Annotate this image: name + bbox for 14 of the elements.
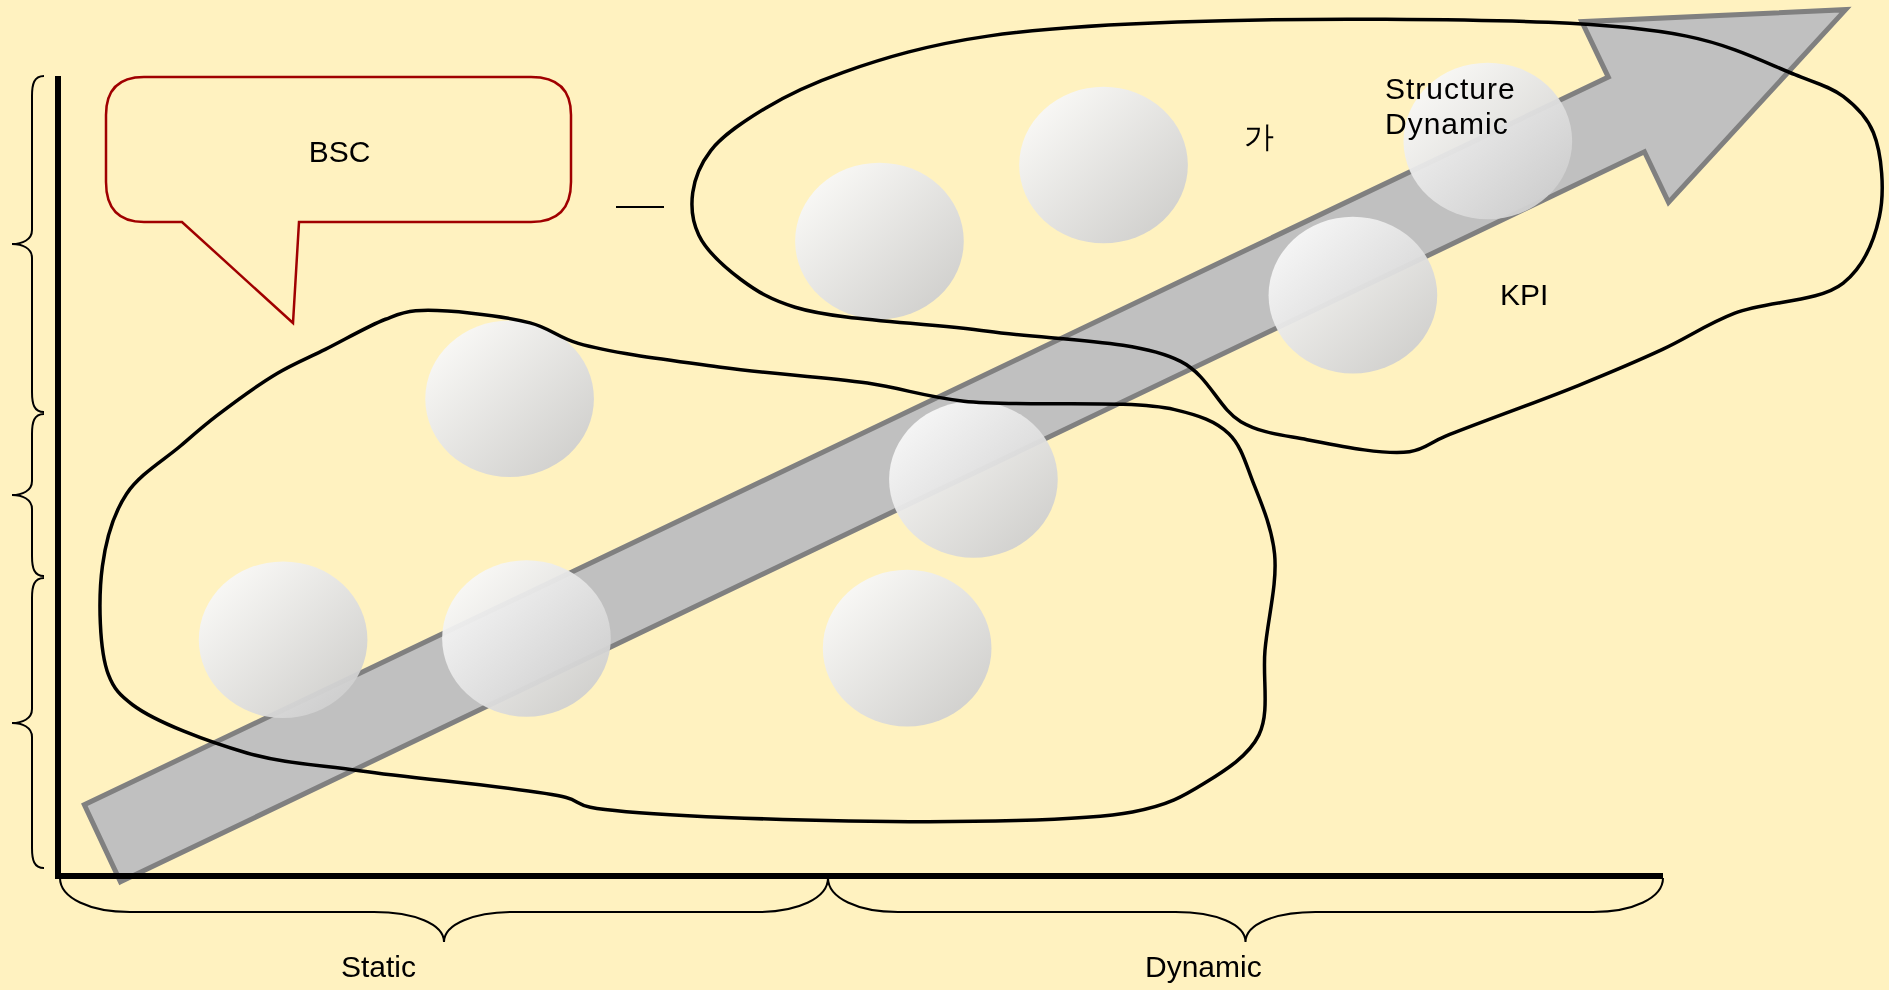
sphere [889, 401, 1058, 558]
axis-label: Dynamic [1145, 950, 1262, 985]
sphere [1268, 216, 1438, 374]
sphere [425, 320, 594, 478]
label: Structure Dynamic [1385, 72, 1517, 141]
sphere [822, 569, 992, 727]
sphere [795, 162, 964, 320]
label: 가 [1244, 120, 1274, 155]
sphere [442, 560, 611, 717]
axis-label: Static [341, 950, 417, 985]
sphere [198, 561, 368, 718]
callout-text: BSC [307, 135, 372, 170]
sphere [1019, 86, 1188, 244]
label: KPI [1500, 278, 1549, 313]
